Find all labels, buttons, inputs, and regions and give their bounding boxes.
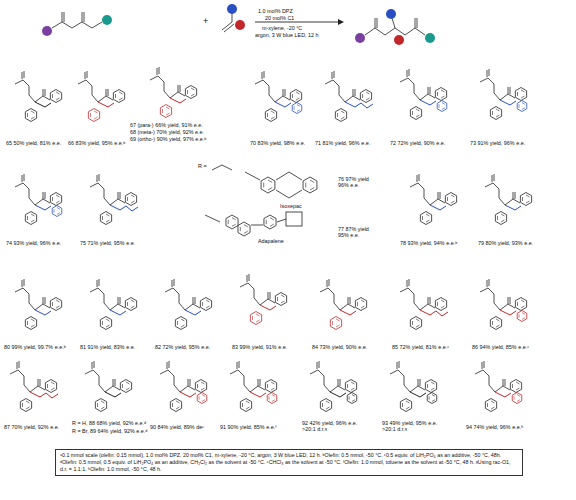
compound-structure xyxy=(240,274,287,325)
reaction-condition: 20 mol% C1 xyxy=(265,15,294,21)
compound-structure xyxy=(10,361,58,412)
compound-label: 67 (para-) 66% yield, 91% e.e. xyxy=(130,122,203,128)
compound-structure xyxy=(165,279,212,330)
compound-structure xyxy=(90,174,138,225)
compound-label: 73 91% yield, 96% e.e. xyxy=(470,140,525,146)
compound-label: 93 49% yield, 95% e.e. >20:1 d.r.ᵍ xyxy=(382,420,444,432)
compound-label: 65 50% yield, 81% e.e. xyxy=(6,140,61,146)
compound-structure xyxy=(410,174,457,225)
compound-structure xyxy=(325,71,373,122)
compound-label: R = Br, 89 64% yield, 92% e.e.ᵈ xyxy=(72,428,147,434)
compound-label: 76 97% yield 96% e.e. xyxy=(338,176,374,188)
compound-label: 78 93% yield, 94% e.e.ᵇ xyxy=(400,240,457,246)
reaction-condition: + xyxy=(203,16,208,26)
compound-structure xyxy=(90,279,137,330)
footnote-box: ᵃ0.1 mmol scale (olefin: 0.15 mmol), 1.0… xyxy=(55,449,523,476)
compound-structure xyxy=(390,361,437,412)
compound-label: 71 81% yield, 96% e.e. xyxy=(315,140,370,146)
compound-label: 68 (meta-) 70% yield, 92% e.e. xyxy=(130,129,204,135)
compound-label: R = H, 88 68% yield, 92% e.e.ᵈ xyxy=(72,420,146,426)
compound-label: 84 73% yield, 90% e.e. xyxy=(312,344,367,350)
compound-structure xyxy=(475,361,522,412)
compound-label: 69 (ortho-) 90% yield, 97% e.e.ᵇ xyxy=(130,136,206,142)
compound-label: 92 42% yield, 96% e.e. >20:1 d.r.ᵍ xyxy=(302,420,364,432)
compound-label: 80 99% yield, 99.7% e.e.ᵇ xyxy=(4,344,66,350)
reaction-condition: argon, 3 W blue LED, 12 h xyxy=(255,32,319,38)
compound-label: Adapalene xyxy=(258,238,284,244)
compound-label: R = xyxy=(198,163,207,169)
compound-label: 66 83% yield, 95% e.e.ᵇ xyxy=(68,140,125,146)
compound-label: 87 70% yield, 92% e.e. xyxy=(4,424,59,430)
compound-label: 72 72% yield, 90% e.e. xyxy=(390,140,445,146)
drug-fragment xyxy=(205,165,317,236)
reaction-scheme xyxy=(42,4,435,45)
compound-structure xyxy=(85,361,132,412)
compound-label: 90 84% yield, 89% deᵉ xyxy=(150,424,204,430)
compound-structure xyxy=(15,174,62,225)
footnote-text: ᵃ0.1 mmol scale (olefin: 0.15 mmol), 1.0… xyxy=(60,452,518,473)
compound-label: 83 99% yield, 91% e.e. xyxy=(232,344,287,350)
compound-structure xyxy=(480,69,527,120)
compound-label: Isoxepac xyxy=(280,203,302,209)
compound-structure xyxy=(150,67,197,118)
compound-label: 85 72% yield, 81% e.e.ᶜ xyxy=(392,344,449,350)
compound-structure xyxy=(15,279,62,330)
compound-label: 82 72% yield, 95% e.e. xyxy=(155,344,210,350)
compound-label: 77 87% yield 95% e.e. xyxy=(338,226,374,238)
compound-label: 70 83% yield, 98% e.e. xyxy=(250,140,305,146)
reaction-condition: 1.0 mol% DPZ xyxy=(258,8,293,14)
compound-label: 75 71% yield, 95% e.e. xyxy=(80,240,135,246)
compound-structure xyxy=(485,174,532,225)
compound-label: 91 90% yield, 85% e.e.ᶠ xyxy=(220,424,276,430)
compound-label: 79 80% yield, 93% e.e. xyxy=(478,240,533,246)
compound-label: 86 94% yield, 85% e.e.ᶜ xyxy=(472,344,529,350)
compound-label: 94 74% yield, 96% e.e.ʰ xyxy=(466,424,523,430)
compound-structure xyxy=(230,361,277,412)
compound-structure xyxy=(15,71,62,122)
reaction-condition: m-xylene, -20 °C xyxy=(262,25,302,31)
compound-structure xyxy=(160,361,207,412)
compound-structure xyxy=(400,69,447,120)
compound-label: 74 93% yield, 96% e.e. xyxy=(6,240,61,246)
compound-structure xyxy=(400,279,448,330)
compound-structure xyxy=(78,71,125,122)
compound-structure xyxy=(480,279,527,330)
compound-structure xyxy=(255,71,302,122)
compound-structure xyxy=(310,361,357,412)
compound-structure xyxy=(320,279,367,330)
compound-label: 81 91% yield, 83% e.e. xyxy=(80,344,135,350)
